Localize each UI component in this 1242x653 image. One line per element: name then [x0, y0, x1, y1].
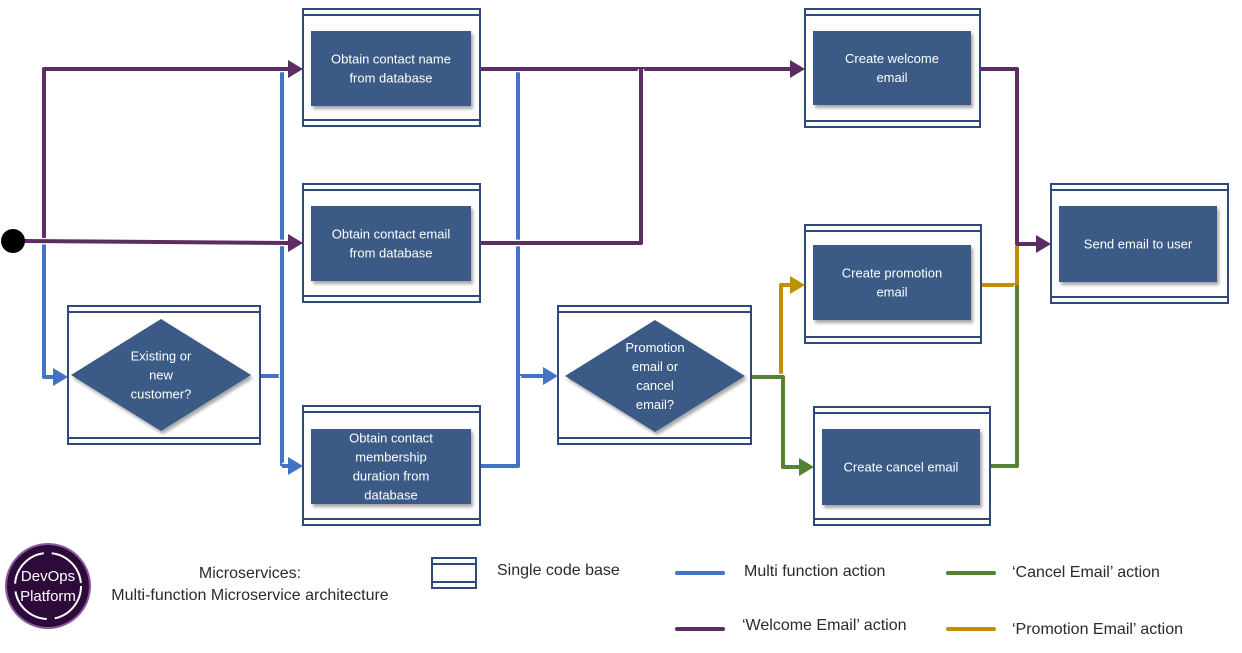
node-welcome: Create welcome email	[813, 31, 971, 105]
node-cancel-box	[822, 429, 980, 505]
node-membership-text-line-1: Obtain contact	[349, 431, 433, 446]
node-contact-email: Obtain contact email from database	[311, 206, 471, 281]
node-send: Send email to user	[1059, 206, 1217, 282]
arrowhead-cancel	[799, 458, 814, 476]
node-promo-or-cancel-shape	[565, 320, 745, 432]
arrowhead-welcome	[790, 60, 805, 78]
edge-welcome-to-send-halo	[980, 65, 1036, 248]
edge-welcome-email-to-welcome-halo	[480, 69, 645, 247]
legend-title-line1: Microservices:	[198, 565, 302, 582]
node-contact-name: Obtain contact name from database	[311, 31, 471, 106]
arrowheads-layer	[53, 60, 1051, 476]
logo-text-devops: DevOps	[20, 568, 76, 585]
node-promo-or-cancel: Promotion email or cancel email?	[565, 320, 745, 432]
edge-promo-decision-to-cancel	[746, 375, 799, 469]
legend-multi-function: Multi function action	[744, 563, 886, 580]
arrowhead-contact-email	[288, 234, 303, 252]
logo-text-platform: Platform	[20, 588, 76, 605]
node-send-text-line-1: Send email to user	[1084, 237, 1193, 252]
node-welcome-text-line-2: email	[876, 70, 907, 85]
legend-title: Microservices: Multi-function Microservi…	[95, 563, 405, 607]
edge-membership-to-promo-halo	[480, 376, 522, 470]
node-existing-or-new: Existing or new customer?	[71, 319, 251, 431]
node-cancel: Create cancel email	[822, 429, 980, 505]
node-contact-name-text-line-1: Obtain contact name	[331, 52, 451, 67]
node-promotion-text-line-1: Create promotion	[842, 266, 942, 281]
node-promo-or-cancel-text-line-4: email?	[636, 397, 674, 412]
node-membership: Obtain contact membership duration from dat…	[311, 429, 471, 504]
legend-single-code-base: Single code base	[497, 562, 620, 579]
edge-promotion-to-send	[980, 246, 1019, 287]
node-send-box	[1059, 206, 1217, 282]
edge-welcome-to-send	[980, 67, 1036, 246]
node-promotion: Create promotion email	[813, 245, 971, 320]
legend-title-line2: Multi-function Microservice architecture	[111, 587, 389, 604]
edge-membership-to-promo	[480, 376, 520, 468]
node-membership-text-line-3: duration from	[353, 469, 430, 484]
edge-promo-decision-to-cancel-halo	[746, 373, 799, 471]
node-promo-or-cancel-text-line-3: cancel	[636, 378, 674, 393]
node-membership-text-line-2: membership	[355, 450, 427, 465]
edge-name-to-promo	[480, 68, 548, 378]
legend-cancel-email: ‘Cancel Email’ action	[1012, 564, 1160, 581]
legend-swatch-cancel	[946, 571, 996, 575]
edge-promotion-to-send-halo	[980, 246, 1021, 289]
node-contact-name-box	[311, 31, 471, 106]
node-promo-or-cancel-text-line-2: email or	[632, 359, 679, 374]
edge-cancel-to-send-halo	[990, 285, 1021, 470]
node-existing-or-new-text-line-1: Existing or	[131, 349, 192, 364]
edge-promo-decision-to-promotion-halo	[746, 281, 790, 380]
node-promotion-text-line-2: email	[876, 285, 907, 300]
arrowhead-existing	[53, 368, 68, 386]
arrowhead-contact-name	[288, 60, 303, 78]
arrowhead-promo-decision	[543, 367, 558, 385]
node-promotion-box	[813, 245, 971, 320]
node-contact-email-box	[311, 206, 471, 281]
edge-name-to-promo-halo	[480, 66, 548, 380]
edge-welcome-email-to-welcome	[480, 69, 643, 245]
node-existing-or-new-text-line-2: new	[149, 368, 173, 383]
start-node	[1, 229, 25, 253]
node-membership-box	[311, 429, 471, 504]
edge-welcome-start-up-halo	[40, 65, 288, 241]
node-promo-or-cancel-text-line-1: Promotion	[625, 340, 684, 355]
node-contact-email-text-line-1: Obtain contact email	[332, 227, 451, 242]
arrowhead-promotion	[790, 276, 805, 294]
legend-swatch-promotion	[946, 627, 996, 631]
node-contact-email-text-line-2: from database	[349, 246, 432, 261]
arrowhead-send	[1036, 235, 1051, 253]
edge-welcome-start-right	[23, 239, 289, 245]
node-existing-or-new-text-line-3: customer?	[131, 387, 192, 402]
legend-welcome-email: ‘Welcome Email’ action	[742, 617, 907, 634]
node-welcome-text-line-1: Create welcome	[845, 51, 939, 66]
edge-start-to-existing-halo	[40, 242, 60, 381]
edge-welcome-start-up	[42, 67, 288, 241]
node-cancel-text-line-1: Create cancel email	[844, 460, 959, 475]
edge-cancel-to-send	[990, 285, 1019, 468]
node-existing-or-new-shape	[71, 319, 251, 431]
devops-platform-logo: DevOps Platform	[5, 543, 91, 629]
single-code-base-swatch	[431, 557, 477, 589]
node-welcome-box	[813, 31, 971, 105]
arrowhead-membership	[288, 457, 303, 475]
node-membership-text-line-4: database	[364, 488, 418, 503]
logo-ring-icon	[14, 552, 82, 620]
legend-swatch-multi-function	[675, 571, 725, 575]
legend-swatch-welcome	[675, 627, 725, 631]
legend-promotion-email: ‘Promotion Email’ action	[1012, 621, 1184, 638]
edges-layer	[23, 65, 1036, 471]
node-contact-name-text-line-2: from database	[349, 71, 432, 86]
frames-layer	[67, 8, 1229, 526]
